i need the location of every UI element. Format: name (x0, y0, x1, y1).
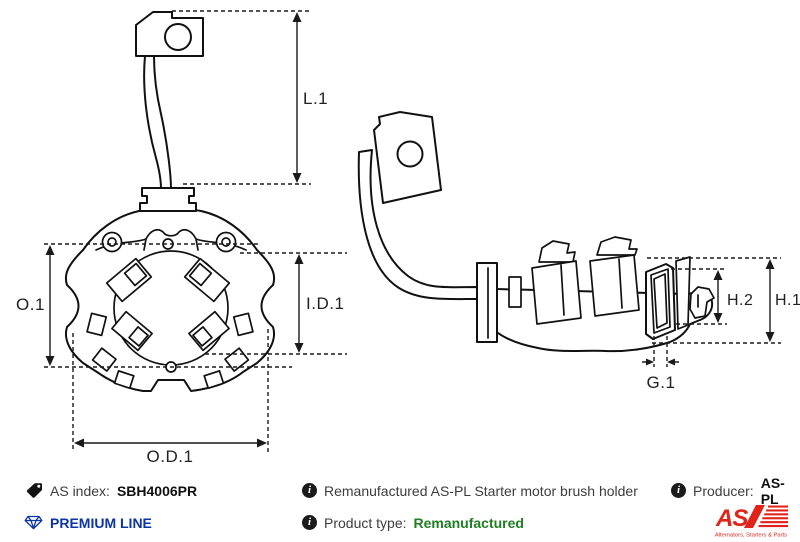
info-icon (671, 483, 686, 498)
logo-stripes (758, 505, 788, 528)
product-description: Remanufactured AS-PL Starter motor brush… (324, 482, 638, 499)
description-row: Remanufactured AS-PL Starter motor brush… (302, 482, 638, 499)
as-index-label: AS index: (50, 482, 110, 499)
tooth (113, 370, 135, 390)
dimension-o1: O.1 (16, 243, 292, 368)
screw-boss-left (101, 231, 123, 253)
lead-strap-front (143, 55, 172, 190)
premium-line-label: PREMIUM LINE (50, 514, 152, 531)
info-icon (302, 515, 317, 530)
terminal-hole-side (396, 140, 424, 168)
as-pl-logo: AS Alternators, Starters & Parts (710, 503, 792, 539)
product-type-value: Remanufactured (413, 514, 524, 531)
producer-row: Producer: AS-PL (671, 475, 800, 507)
dimension-label-l1: L.1 (303, 89, 328, 108)
premium-line-row: PREMIUM LINE (24, 514, 152, 531)
logo-slash (744, 505, 765, 528)
end-plate (476, 262, 498, 343)
technical-drawing: L.1 O.1 I.D.1 O.D.1 (16, 10, 800, 466)
dimension-h2: H.2 (671, 268, 753, 325)
slot-window (508, 276, 522, 308)
holder-body-outline (64, 207, 276, 392)
brush-box-nw (105, 257, 153, 303)
dimension-od1: O.D.1 (72, 329, 269, 466)
side-brush-box-2 (589, 254, 640, 317)
dimension-h1: H.1 (647, 257, 800, 344)
tooth (91, 347, 117, 372)
producer-label: Producer: (693, 482, 754, 499)
side-brush-box-2-clip (596, 236, 638, 256)
screw-hole-right (221, 237, 231, 247)
side-brush-box-1 (531, 260, 582, 325)
logo-tagline: Alternators, Starters & Parts (715, 533, 787, 539)
brush-holder-front-view (64, 11, 276, 392)
brush-holder-side-view (357, 111, 715, 353)
brush-box-se (188, 310, 230, 352)
product-type-row: Product type: Remanufactured (302, 514, 524, 531)
logo-as-text: AS (715, 505, 748, 532)
dimension-label-h2: H.2 (727, 292, 753, 309)
dimension-label-h1: H.1 (775, 292, 800, 309)
measured-brush-outer (650, 268, 671, 334)
as-index-value: SBH4006PR (116, 482, 198, 499)
brush-box-sw (111, 310, 153, 352)
right-hook (689, 286, 715, 319)
product-type-label: Product type: (324, 514, 407, 531)
rear-wall (675, 256, 691, 330)
terminal-hole-front (164, 23, 192, 51)
diamond-icon (24, 515, 43, 530)
brush-box-ne (183, 257, 231, 303)
producer-value: AS-PL (760, 474, 785, 507)
side-clip-left (86, 312, 108, 337)
tag-icon (26, 483, 42, 498)
terminal-pedestal (139, 187, 197, 212)
screw-hole-left (107, 237, 117, 247)
side-clip-right (232, 312, 254, 337)
dimension-label-od1: O.D.1 (147, 447, 194, 466)
dimension-id1: I.D.1 (205, 252, 347, 355)
side-brush-box-1-clip (538, 240, 576, 263)
dimension-l1: L.1 (172, 10, 328, 185)
info-icon (302, 483, 317, 498)
dimension-label-o1: O.1 (16, 295, 45, 314)
measured-brush-inner (653, 273, 668, 329)
as-index-row: AS index: SBH4006PR (26, 482, 197, 499)
tooth (203, 370, 225, 390)
screw-boss-right (215, 231, 237, 253)
dimension-label-g1: G.1 (647, 373, 676, 392)
dimension-label-id1: I.D.1 (306, 294, 344, 313)
dimension-g1: G.1 (642, 336, 679, 392)
